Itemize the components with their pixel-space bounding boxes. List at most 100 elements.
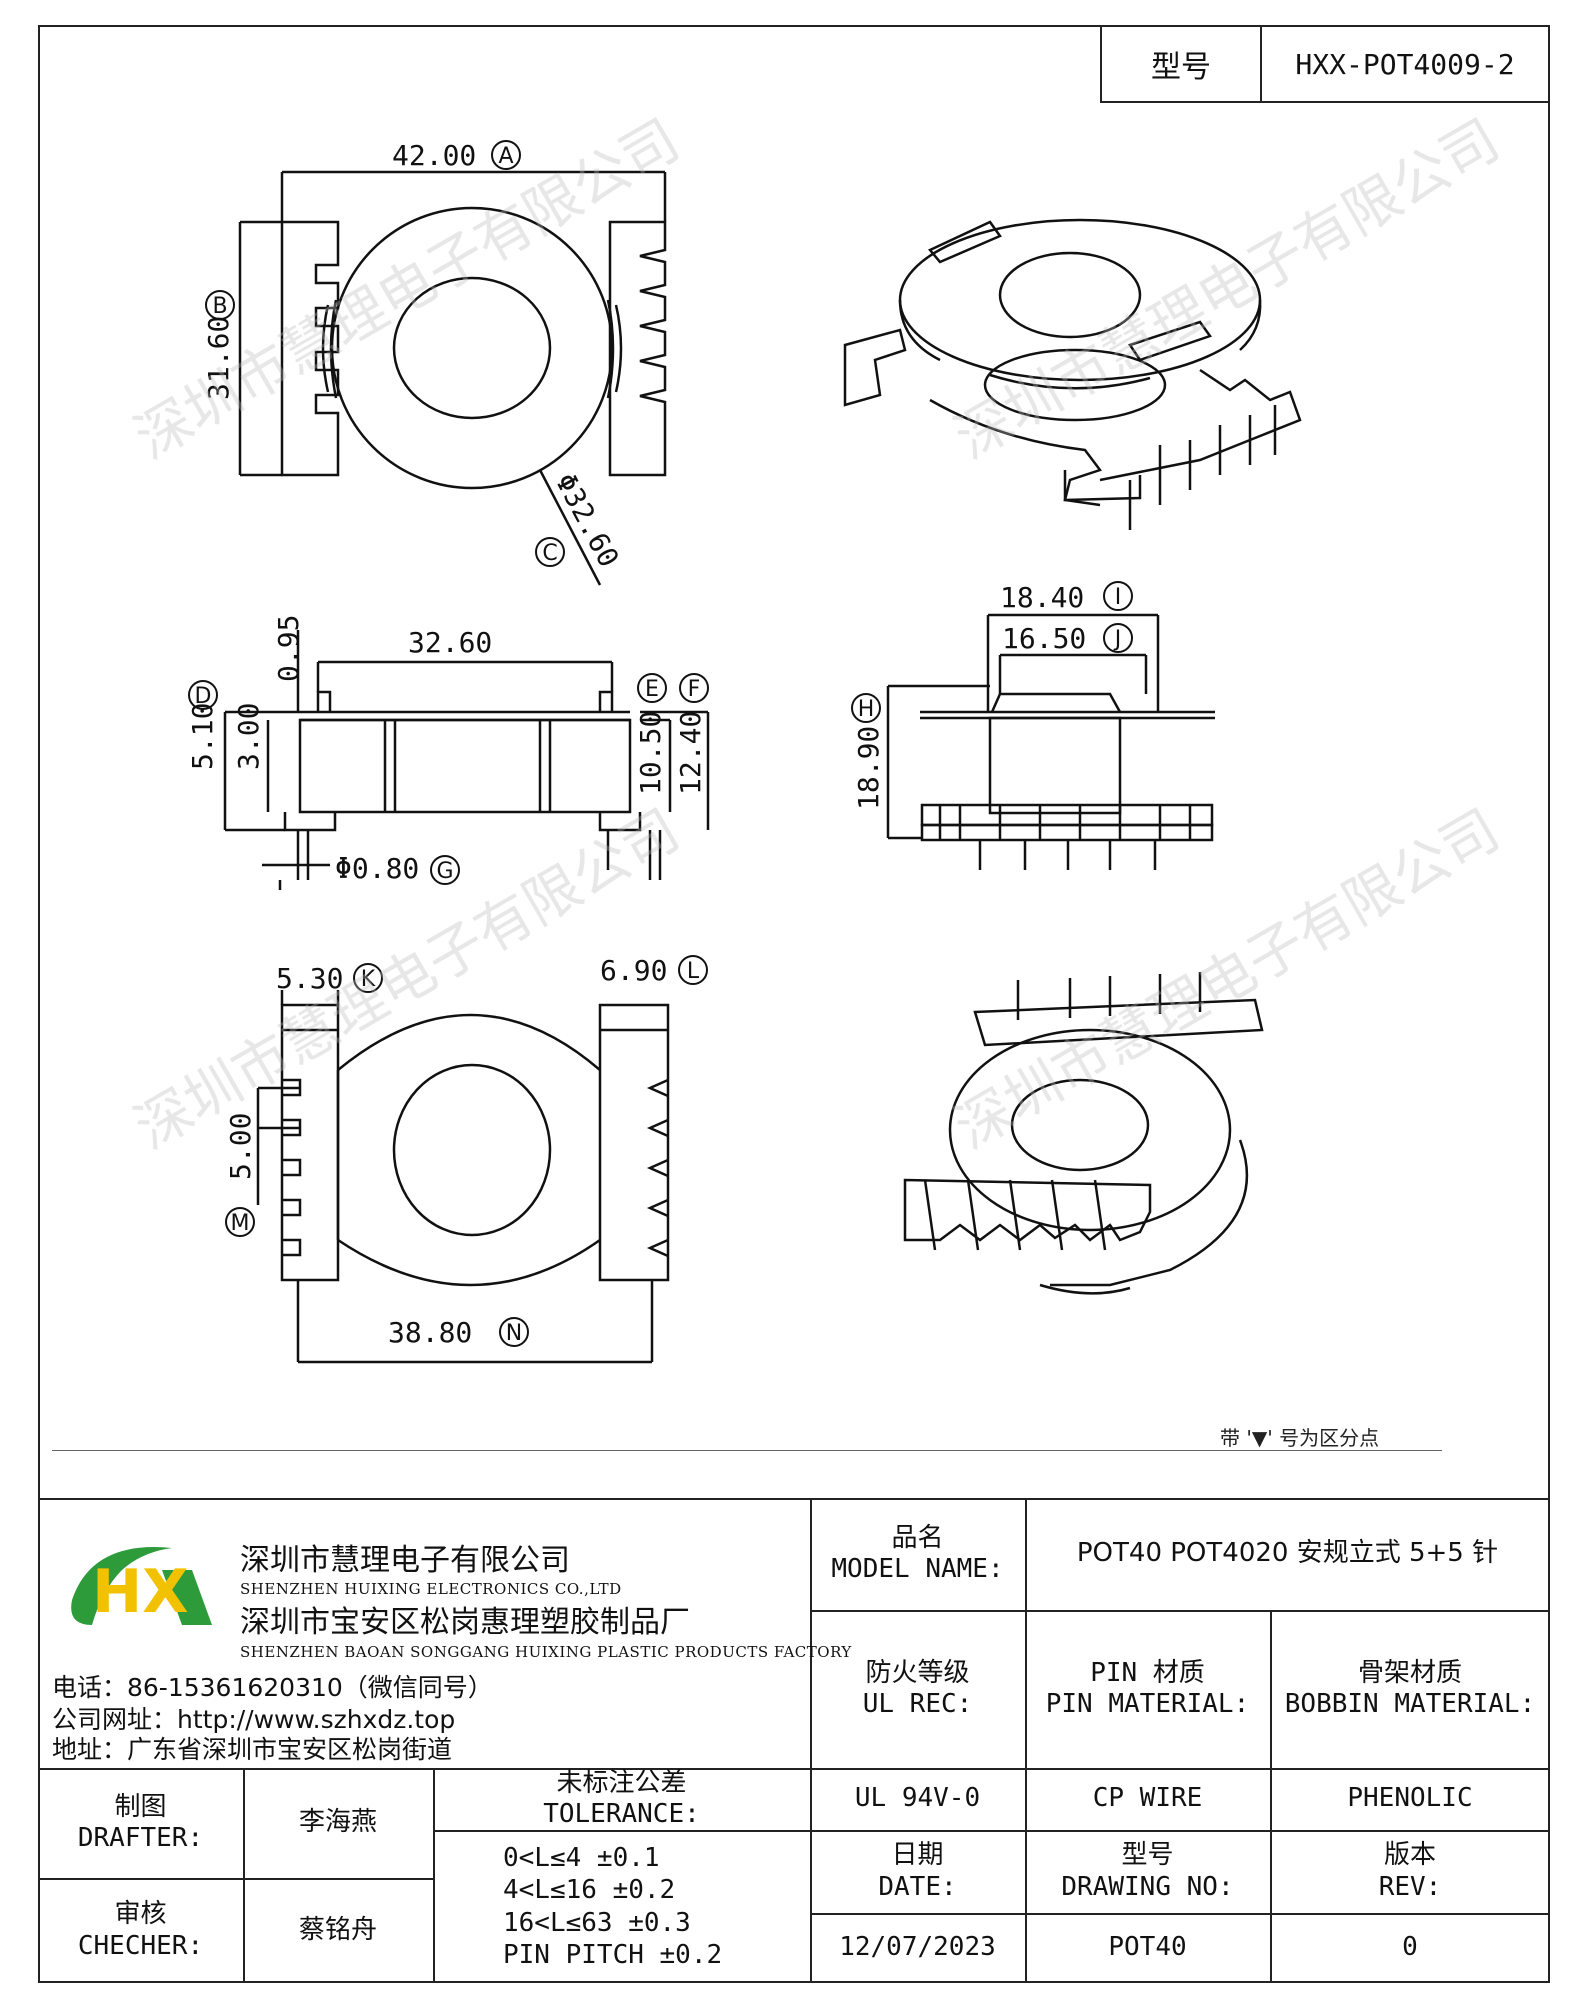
model-number-value: HXX-POT4009-2	[1295, 47, 1515, 81]
company-name-en: SHENZHEN HUIXING ELECTRONICS CO.,LTD	[240, 1580, 622, 1598]
company-name-cn: 深圳市慧理电子有限公司	[240, 1543, 570, 1578]
company-logo: HX	[52, 1530, 220, 1640]
checker-cn: 审核	[114, 1899, 167, 1930]
marker-l: L	[687, 959, 700, 984]
drawing-cn: 型号	[1121, 1840, 1174, 1871]
marker-k: K	[361, 967, 376, 992]
drawing-en: DRAWING NO:	[1061, 1871, 1234, 1902]
watermark-2: 深圳市慧理电子有限公司	[945, 108, 1511, 472]
date-cn: 日期	[891, 1840, 944, 1871]
drawing-no-value: POT40	[1025, 1913, 1270, 1983]
isometric-view-top	[843, 218, 1302, 530]
pin-value-text: CP WIRE	[1092, 1783, 1203, 1814]
tolerance-label: 未标注公差 TOLERANCE:	[433, 1768, 810, 1830]
dim-k: 5.30	[276, 962, 343, 995]
technical-drawing: A B C D E F G I J H K L M N 42.00 31.60 …	[125, 108, 1511, 1364]
drawing-no-label: 型号 DRAWING NO:	[1025, 1830, 1270, 1913]
bottom-view	[256, 990, 670, 1364]
website-text: 公司网址：http://www.szhxdz.top	[52, 1705, 456, 1734]
marker-m: M	[231, 1211, 250, 1236]
tb-line-2	[38, 1878, 433, 1880]
drafter-name: 李海燕	[243, 1768, 433, 1878]
pin-en: PIN MATERIAL:	[1045, 1689, 1250, 1719]
drawing-value-text: POT40	[1108, 1932, 1187, 1963]
marker-b: B	[212, 294, 227, 319]
side-view	[223, 630, 710, 890]
model-number-box: 型号 HXX-POT4009-2	[1100, 25, 1550, 103]
dim-b: 31.60	[202, 316, 235, 400]
tb-line-1	[38, 1768, 810, 1770]
dim-d3: 0.95	[272, 615, 305, 682]
dim-n: 38.80	[388, 1316, 472, 1349]
bobbin-en: BOBBIN MATERIAL:	[1284, 1689, 1536, 1719]
marker-i: I	[1115, 585, 1122, 610]
dim-e-width: 32.60	[408, 626, 492, 659]
marker-c: C	[542, 541, 557, 566]
marker-e: E	[645, 677, 659, 702]
bobbin-material-value: PHENOLIC	[1270, 1768, 1550, 1830]
ul-cn: 防火等级	[865, 1657, 970, 1688]
marker-g: G	[436, 859, 453, 884]
bobbin-value-text: PHENOLIC	[1347, 1783, 1473, 1814]
drafter-name-text: 李海燕	[298, 1807, 377, 1838]
pin-cn: PIN 材质	[1090, 1657, 1205, 1688]
dim-d: 5.10	[186, 703, 219, 770]
rev-en: REV:	[1378, 1871, 1442, 1902]
marker-n: N	[506, 1321, 522, 1346]
pin-material-label: PIN 材质 PIN MATERIAL:	[1025, 1610, 1270, 1768]
ul-value-text: UL 94V-0	[854, 1783, 981, 1814]
drafter-cn: 制图	[114, 1791, 167, 1822]
tolerance-row: 0<L≤4 ±0.1	[503, 1842, 660, 1873]
marker-h: H	[858, 697, 875, 722]
factory-name-en: SHENZHEN BAOAN SONGGANG HUIXING PLASTIC …	[240, 1643, 852, 1661]
dim-g: Φ0.80	[335, 852, 419, 885]
model-name-value-text: POT40 POT4020 安规立式 5+5 针	[1076, 1538, 1499, 1569]
drafter-en: DRAFTER:	[77, 1823, 204, 1853]
dim-a: 42.00	[392, 139, 476, 172]
dim-j: 16.50	[1002, 622, 1086, 655]
dim-l: 6.90	[600, 954, 667, 987]
rev-value-text: 0	[1402, 1932, 1418, 1963]
drawing-frame	[38, 25, 1550, 1983]
top-view	[238, 170, 667, 586]
tolerance-cn: 未标注公差	[556, 1767, 687, 1798]
tb-vline-2	[433, 1768, 435, 1983]
marker-d: D	[195, 684, 212, 709]
bobbin-cn: 骨架材质	[1357, 1657, 1462, 1688]
checker-name-text: 蔡铭舟	[298, 1914, 377, 1945]
drafter-label: 制图 DRAFTER:	[38, 1768, 243, 1878]
bobbin-material-label: 骨架材质 BOBBIN MATERIAL:	[1270, 1610, 1550, 1768]
rev-label: 版本 REV:	[1270, 1830, 1550, 1913]
tolerance-list: 0<L≤4 ±0.1 4<L≤16 ±0.2 16<L≤63 ±0.3 PIN …	[433, 1830, 810, 1983]
front-view	[886, 613, 1215, 870]
dim-h1: 10.50	[634, 711, 667, 795]
tb-vline-1	[243, 1768, 245, 1983]
tb-line-r4	[810, 1913, 1550, 1915]
dim-m: 5.00	[224, 1113, 257, 1180]
date-label: 日期 DATE:	[810, 1830, 1025, 1913]
titleblock-top-line	[38, 1498, 1550, 1500]
distinguish-note: 带 '▼' 号为区分点	[1220, 1426, 1380, 1450]
marker-a: A	[498, 144, 513, 169]
ul-label: 防火等级 UL REC:	[810, 1610, 1025, 1768]
tb-line-r3	[810, 1830, 1550, 1832]
logo-letters: HX	[92, 1557, 188, 1627]
checker-name: 蔡铭舟	[243, 1878, 433, 1983]
dim-h: 18.90	[852, 726, 885, 810]
dim-h2: 12.40	[674, 711, 707, 795]
date-en: DATE:	[878, 1871, 957, 1902]
marker-f: F	[688, 677, 701, 702]
model-name-en: MODEL NAME:	[831, 1554, 1004, 1584]
checker-label: 审核 CHECHER:	[38, 1878, 243, 1983]
tb-vline-r1	[1025, 1498, 1027, 1983]
date-value-text: 12/07/2023	[839, 1932, 996, 1963]
tb-line-3	[433, 1830, 810, 1832]
phone-text: 电话：86-15361620310（微信同号）	[52, 1673, 493, 1702]
titleblock-divider	[810, 1498, 812, 1983]
logo-graphic: HX	[71, 1547, 212, 1627]
rev-cn: 版本	[1383, 1840, 1436, 1871]
model-name-cn: 品名	[891, 1522, 944, 1553]
date-value: 12/07/2023	[810, 1913, 1025, 1983]
address-text: 地址：广东省深圳市宝安区松岗街道	[52, 1735, 453, 1764]
marker-j: J	[1113, 627, 1122, 652]
